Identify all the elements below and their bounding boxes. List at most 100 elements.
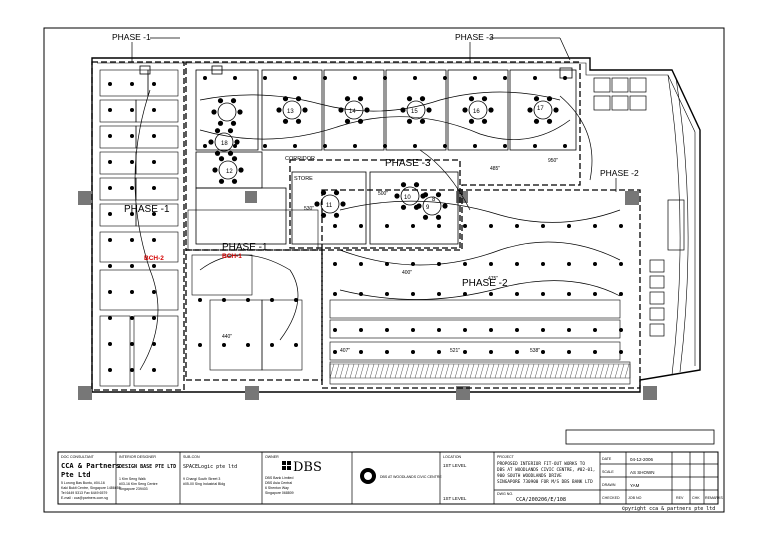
room-number: 8 [432,197,436,203]
light-fixture [443,144,447,148]
light-fixture [541,328,545,332]
light-fixture [515,328,519,332]
light-fixture [567,262,571,266]
project-line: 900 SOUTH WOODLANDS DRIVE [497,473,562,479]
light-fixture [489,328,493,332]
chair [364,107,370,113]
light-fixture [353,76,357,80]
chair [238,167,244,173]
light-fixture [108,342,112,346]
chair [442,203,448,209]
light-fixture [411,292,415,296]
light-fixture [108,134,112,138]
light-fixture [198,298,202,302]
checked-caption: CHECKED [602,496,620,500]
light-fixture [463,224,467,228]
room-number: 10 [404,195,411,201]
light-fixture [108,160,112,164]
chair [462,107,468,113]
chair [546,118,553,124]
light-fixture [567,328,571,332]
light-fixture [152,186,156,190]
dimension-label: 538" [530,348,540,354]
chair [406,96,413,102]
light-fixture [619,292,623,296]
light-fixture [108,186,112,190]
round-table [533,100,553,120]
light-fixture [463,350,467,354]
light-fixture [294,343,298,347]
light-fixture [503,76,507,80]
light-fixture [383,76,387,80]
chair [344,118,351,124]
chair [340,201,346,207]
light-fixture [489,224,493,228]
chair [234,139,240,145]
light-fixture [359,262,363,266]
light-fixture [130,264,134,268]
light-fixture [541,224,545,228]
light-fixture [437,350,441,354]
sheet-border [43,27,725,513]
drawing-number-caption: DWG NO. [497,492,513,496]
light-fixture [411,350,415,354]
round-table [218,160,238,180]
chair [468,96,475,102]
light-fixture [413,76,417,80]
light-fixture [130,316,134,320]
light-fixture [270,298,274,302]
light-fixture [567,292,571,296]
phase-label: PHASE -3 [455,32,494,42]
column [643,386,657,400]
chair [295,118,302,124]
chair [533,118,540,124]
light-fixture [353,144,357,148]
phase-label: PHASE -1 [124,204,170,215]
light-fixture [359,224,363,228]
client-caption: DOC CONSULTANT [61,455,95,459]
dimension-labels: 400"475"500"521"538"407"950"485"530"440" [222,158,558,354]
light-fixture [385,224,389,228]
light-fixture [463,292,467,296]
light-fixture [541,292,545,296]
room-number: 16 [473,109,480,115]
room-number: 18 [221,141,228,147]
chair [394,193,400,199]
chair [214,150,221,156]
light-fixture [108,316,112,320]
light-fixture [203,144,207,148]
chair [302,107,308,113]
chair [227,150,234,156]
light-fixture [108,238,112,242]
chair [282,118,289,124]
light-fixture [533,76,537,80]
owner-caption: OWNER [265,455,279,459]
light-fixtures [108,76,623,372]
light-fixture [619,350,623,354]
round-table [320,194,340,214]
room-number: 12 [226,169,233,175]
column [625,191,639,205]
light-fixture [567,350,571,354]
chair [400,204,407,210]
chair [320,212,327,218]
chair [217,120,224,126]
light-fixture [593,350,597,354]
light-fixture [515,292,519,296]
light-fixture [152,160,156,164]
light-fixture [130,368,134,372]
column [78,191,92,205]
chair [227,128,234,134]
meeting-tables [208,96,559,220]
chair [357,118,364,124]
light-fixture [130,186,134,190]
project-line: DBS AT WOODLANDS CIVIC CENTRE, #02-01, [497,467,595,473]
light-fixture [233,144,237,148]
light-fixture [443,76,447,80]
distribution-board-label: BCH-2 [144,255,164,262]
chair [333,190,340,196]
chair [231,178,238,184]
light-fixture [489,292,493,296]
light-fixture [515,262,519,266]
